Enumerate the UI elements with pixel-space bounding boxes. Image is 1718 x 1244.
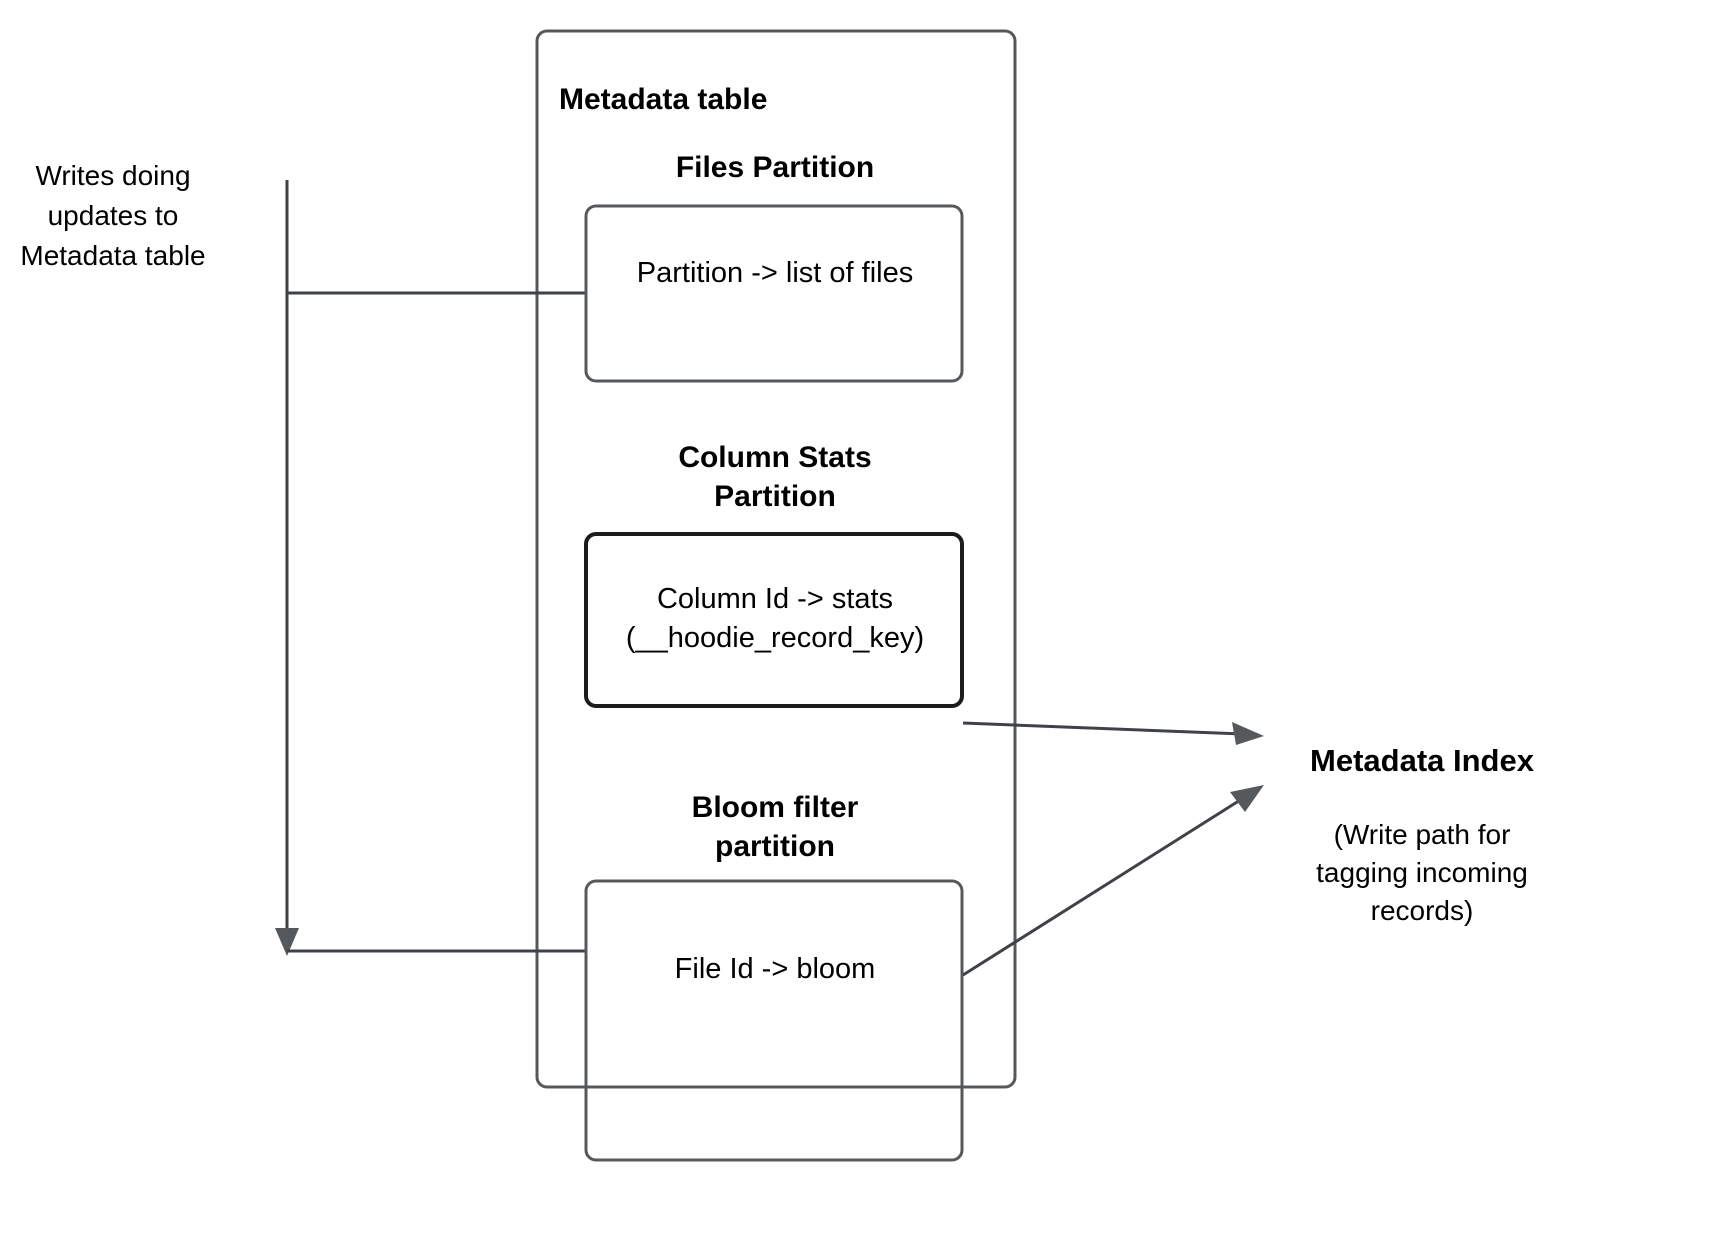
bloom-filter-to-index-connector — [962, 795, 1246, 977]
bloom-filter-heading-line-2: partition — [715, 830, 835, 863]
files-partition-box — [584, 204, 964, 383]
files-partition-box-line-1: Partition -> list of files — [637, 257, 913, 289]
metadata-index-caption-line-3: records) — [1371, 895, 1474, 926]
bloom-filter-box — [584, 879, 964, 1162]
files-partition-heading-line-1: Files Partition — [676, 151, 874, 184]
writes-note-line-2: updates to — [48, 200, 179, 231]
metadata-table-title: Metadata table — [559, 83, 767, 116]
bloom-filter-to-index-arrowhead-icon — [1230, 785, 1264, 812]
column-stats-box-line-2: (__hoodie_record_key) — [626, 622, 924, 654]
metadata-index-caption-line-1: (Write path for — [1334, 819, 1511, 850]
column-stats-heading-line-1: Column Stats — [678, 441, 871, 474]
metadata-table-container — [535, 29, 1017, 1089]
metadata-index-title: Metadata Index — [1310, 743, 1535, 778]
column-stats-to-index-connector — [962, 721, 1244, 736]
column-stats-heading-line-2: Partition — [714, 480, 836, 513]
writes-note-line-1: Writes doing — [35, 160, 190, 191]
bloom-filter-heading-line-1: Bloom filter — [692, 791, 859, 824]
writes-trunk-arrowhead-icon — [275, 928, 299, 956]
writes-note-line-3: Metadata table — [20, 240, 205, 271]
metadata-index-caption-line-2: tagging incoming — [1316, 857, 1528, 888]
column-stats-box — [584, 532, 964, 708]
column-stats-to-index-arrowhead-icon — [1232, 722, 1264, 745]
bloom-filter-box-line-1: File Id -> bloom — [675, 953, 876, 985]
column-stats-box-line-1: Column Id -> stats — [657, 583, 893, 615]
